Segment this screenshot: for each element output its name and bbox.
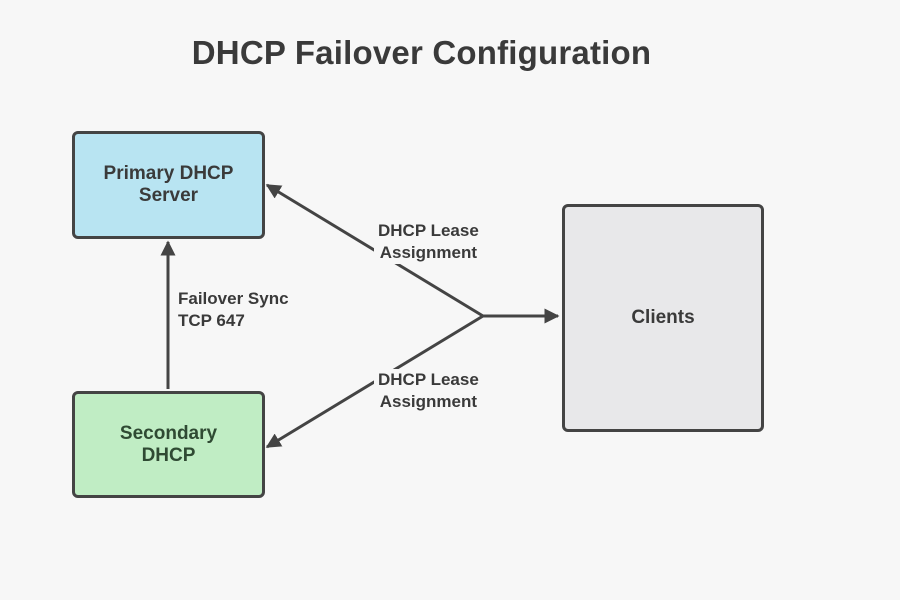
primary-label-line1: Primary DHCP [103,163,234,184]
upper-lease-label: DHCP Lease Assignment [374,220,483,264]
clients-node[interactable]: Clients [562,204,764,432]
failover-sync-label-line1: Failover Sync [178,289,289,308]
failover-sync-label: Failover Sync TCP 647 [178,288,289,332]
lower-lease-label-line2: Assignment [379,392,478,411]
lower-lease-label-line1: DHCP Lease [378,370,479,389]
primary-label-line2: Server [138,185,199,206]
secondary-label-line1: Secondary [119,422,218,444]
diagram-title: DHCP Failover Configuration [191,34,652,71]
upper-lease-label-line2: Assignment [379,243,478,262]
lower-lease-label: DHCP Lease Assignment [374,369,483,413]
secondary-label-line2: DHCP [141,444,196,466]
secondary-dhcp-node[interactable]: Secondary DHCP [72,391,265,498]
primary-dhcp-server-node[interactable]: Primary DHCP Server [72,131,265,239]
failover-sync-label-line2: TCP 647 [178,311,245,330]
clients-label: Clients [631,307,695,328]
upper-lease-label-line1: DHCP Lease [378,221,479,240]
